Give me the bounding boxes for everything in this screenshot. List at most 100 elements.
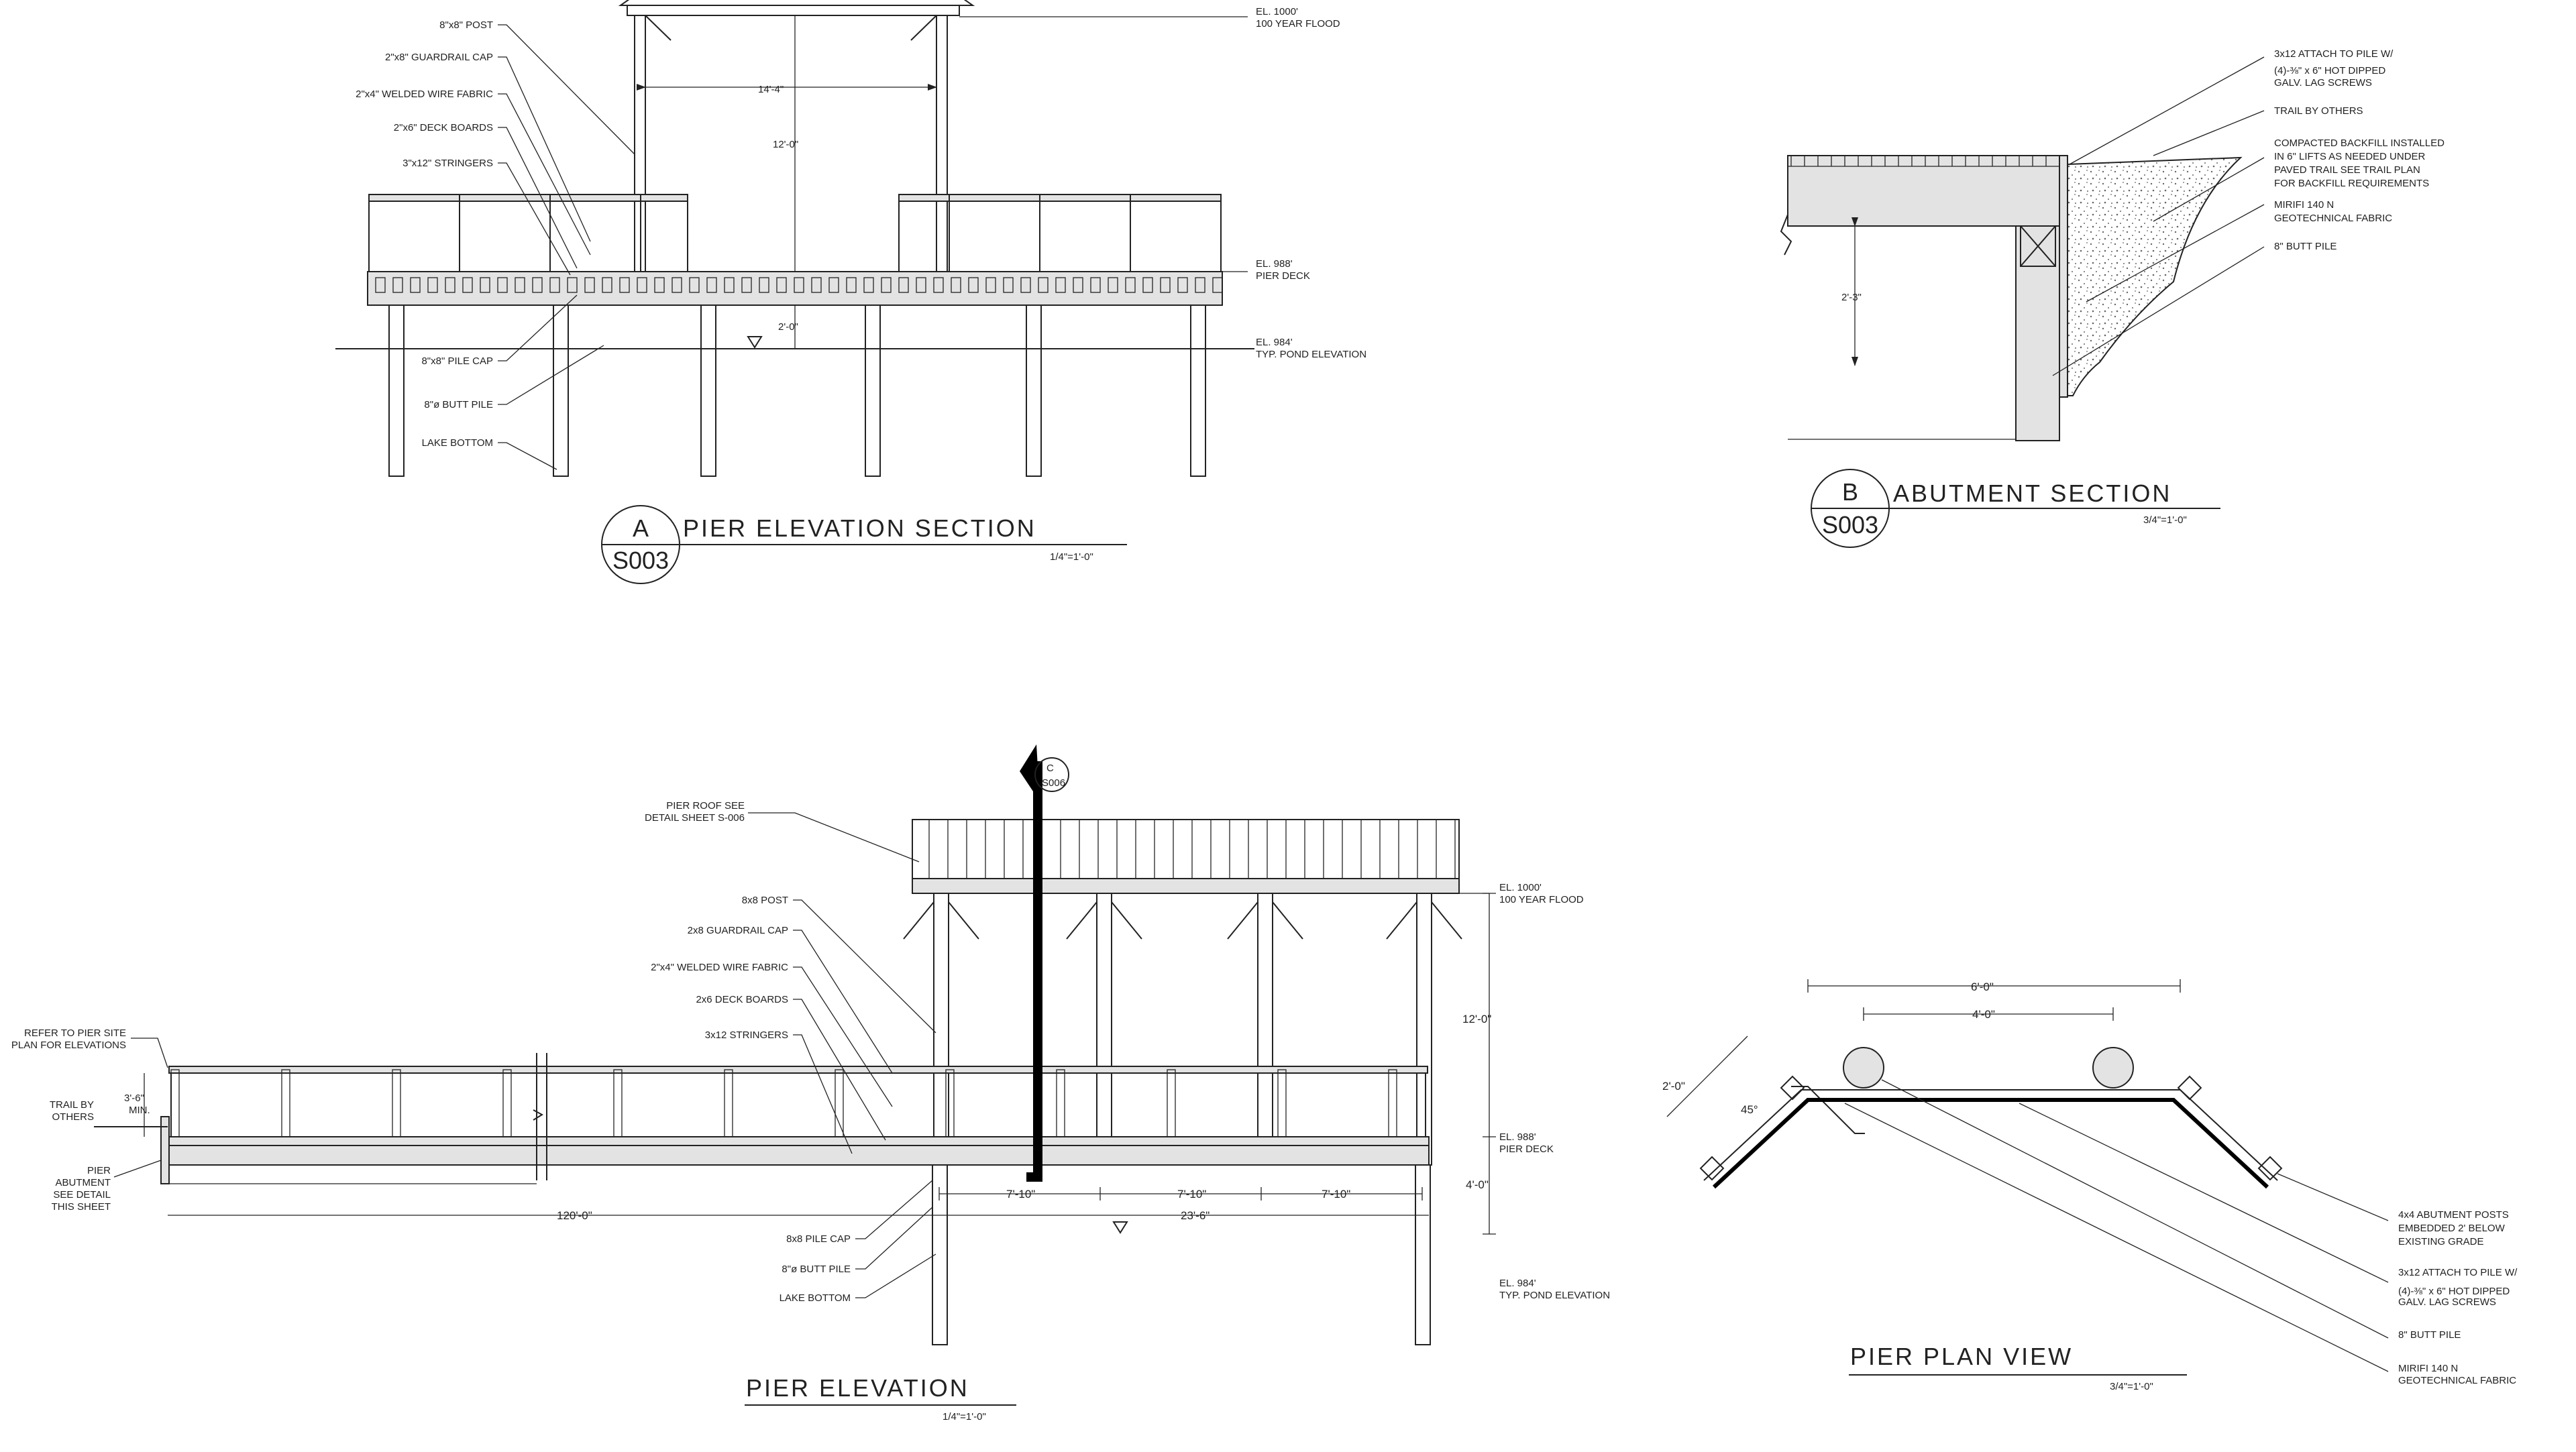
dim-bay-2: 7'-10" — [1177, 1188, 1206, 1200]
callout-leader — [498, 162, 571, 276]
pond-desc: TYP. POND ELEVATION — [1256, 349, 1366, 360]
deck-board-end — [1020, 277, 1031, 293]
dim-height: 12'-0" — [1462, 1013, 1491, 1025]
callout-label: 2"x6" DECK BOARDS — [394, 122, 493, 133]
pile-callout-label: 8"ø BUTT PILE — [782, 1264, 851, 1275]
view-scale: 1/4"=1'-0" — [1050, 551, 1093, 563]
dim-bay-1: 7'-10" — [1006, 1188, 1035, 1200]
callout-leader — [498, 442, 557, 470]
pile-callout-leader — [855, 1253, 936, 1298]
compacted-backfill — [2067, 156, 2243, 396]
deck-board-end — [933, 277, 944, 293]
deck-stringer — [367, 271, 1223, 306]
deck-board-end — [794, 277, 804, 293]
deck-board-end — [427, 277, 438, 293]
callout-leader — [793, 930, 893, 1074]
deck-board-end — [1195, 277, 1205, 293]
label-backfill-2: IN 6" LIFTS AS NEEDED UNDER — [2274, 151, 2426, 162]
deck-board-end — [776, 277, 787, 293]
deck-board-end — [1055, 277, 1066, 293]
leader-backfill — [2153, 157, 2265, 222]
bubble-letter: B — [1842, 478, 1858, 506]
butt-pile-right — [2092, 1047, 2134, 1088]
deck-board-end — [1177, 277, 1188, 293]
view-title: ABUTMENT SECTION — [1893, 480, 2171, 507]
deck-board-end — [968, 277, 979, 293]
callout-leader — [793, 999, 886, 1141]
pier-elevation: C S006 7'-10" 7'-10" 7'-10" 23'-6" 120'-… — [11, 744, 1610, 1422]
flood-el: EL. 1000' — [1256, 6, 1298, 17]
deck-board-end — [515, 277, 525, 293]
stringer-section — [1787, 155, 2063, 227]
knee-brace — [1386, 901, 1462, 940]
deck-board-end — [1090, 277, 1101, 293]
abut-leader — [113, 1160, 162, 1178]
dim-bay-3: 7'-10" — [1322, 1188, 1350, 1200]
pile-left — [932, 1164, 948, 1345]
leader-fabric — [1844, 1103, 2389, 1372]
guardrail-cap — [168, 1066, 1428, 1074]
deck-desc: PIER DECK — [1256, 270, 1310, 282]
trail-1: TRAIL BY — [50, 1099, 94, 1111]
refer-2: PLAN FOR ELEVATIONS — [11, 1040, 126, 1051]
label-fabric-2: GEOTECHNICAL FABRIC — [2398, 1375, 2516, 1386]
label-posts-2: EMBEDDED 2' BELOW — [2398, 1223, 2506, 1234]
dim-depth: 2'-3" — [1841, 292, 1862, 303]
callout-label: 2"x8" GUARDRAIL CAP — [385, 52, 493, 63]
deck-board-end — [602, 277, 612, 293]
deck-board-end — [1108, 277, 1118, 293]
deck-board-end — [619, 277, 630, 293]
deck-board-end — [1038, 277, 1049, 293]
callout-leader — [498, 56, 591, 242]
callout-label: 8"x8" PILE CAP — [421, 355, 493, 367]
deck-board-end — [985, 277, 996, 293]
view-scale: 3/4"=1'-0" — [2143, 514, 2187, 526]
deck-board-end — [689, 277, 700, 293]
dim-width: 14'-4" — [758, 84, 784, 95]
label-backfill-3: PAVED TRAIL SEE TRAIL PLAN — [2274, 164, 2420, 176]
deck-board-ends — [375, 277, 1223, 293]
wire-fabric — [170, 1069, 1426, 1137]
deck-el: EL. 988' — [1256, 258, 1293, 270]
pier-elevation-section: 14'-4" 12'-0" 2'-0" EL. 1000' 100 YEAR F… — [335, 0, 1366, 584]
deck-board-end — [741, 277, 752, 293]
dim-height: 12'-0" — [773, 139, 798, 150]
section-cut-sheet: S006 — [1042, 777, 1065, 789]
deck-board-end — [828, 277, 839, 293]
refer-leader — [131, 1038, 168, 1068]
view-scale: 3/4"=1'-0" — [2110, 1381, 2153, 1392]
deck-board-end — [724, 277, 735, 293]
pond-desc: TYP. POND ELEVATION — [1499, 1290, 1610, 1301]
callout-label: 3x12 STRINGERS — [705, 1029, 788, 1041]
label-attach-2: (4)-⅜" x 6" HOT DIPPED — [2398, 1286, 2510, 1297]
lag-block-x — [2020, 225, 2056, 267]
pond-el: EL. 984' — [1256, 337, 1293, 348]
section-cut-foot — [1026, 1172, 1042, 1182]
flood-desc: 100 YEAR FLOOD — [1256, 18, 1340, 30]
deck-board-end — [1160, 277, 1171, 293]
deck-board-end — [916, 277, 926, 293]
callout-label: LAKE BOTTOM — [422, 437, 493, 449]
deck-board-end — [375, 277, 386, 293]
deck-board-end — [410, 277, 421, 293]
section-cut-line — [1033, 761, 1042, 1180]
section-cut-arrow — [1020, 744, 1040, 801]
knee-brace — [1227, 901, 1303, 940]
callout-leader — [793, 966, 893, 1107]
label-trail: TRAIL BY OTHERS — [2274, 105, 2363, 117]
callout-label: 8x8 POST — [742, 895, 788, 906]
label-pile: 8" BUTT PILE — [2274, 241, 2337, 252]
dim-deck-to-water: 2'-0" — [778, 321, 798, 333]
deck-board-end — [584, 277, 595, 293]
break-mark — [533, 1109, 544, 1121]
deck-board-end — [462, 277, 473, 293]
dim-inner: 4'-0" — [1972, 1008, 1995, 1021]
break-line — [1780, 214, 1792, 256]
abut-1: PIER — [87, 1165, 111, 1176]
leader-attach — [2069, 56, 2265, 165]
dim-inner-ticks — [1863, 1007, 2114, 1021]
bubble-sheet: S003 — [612, 547, 669, 574]
